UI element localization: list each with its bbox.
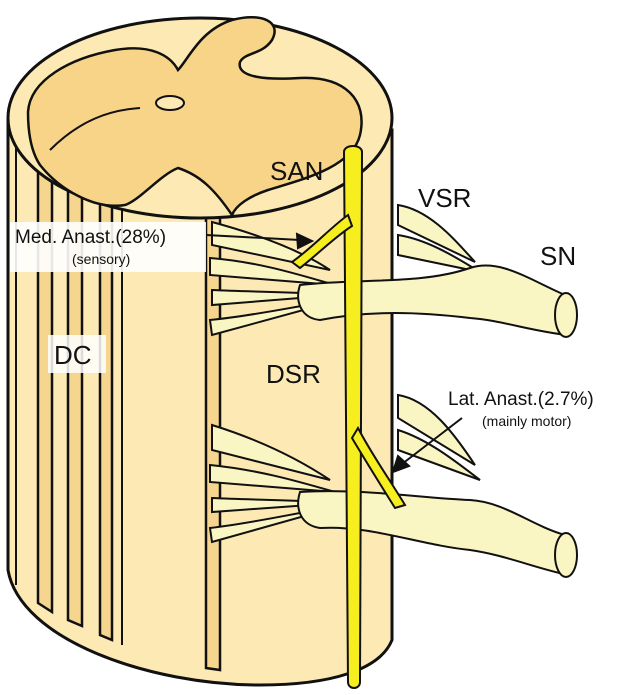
central-canal (156, 96, 184, 110)
label-vsr: VSR (418, 183, 471, 213)
label-medial-anastomosis-sub: (sensory) (72, 251, 130, 267)
label-san: SAN (270, 156, 323, 186)
upper-ventral-rootlets (398, 205, 480, 272)
label-sn: SN (540, 241, 576, 271)
upper-nerve-cut-end (555, 293, 577, 337)
lower-nerve-cut-end (555, 533, 577, 577)
label-dsr: DSR (266, 359, 321, 389)
label-medial-anastomosis: Med. Anast.(28%) (15, 227, 166, 248)
label-dc: DC (54, 340, 92, 370)
label-lateral-anastomosis: Lat. Anast.(2.7%) (448, 389, 594, 410)
label-lateral-anastomosis-sub: (mainly motor) (482, 413, 571, 429)
